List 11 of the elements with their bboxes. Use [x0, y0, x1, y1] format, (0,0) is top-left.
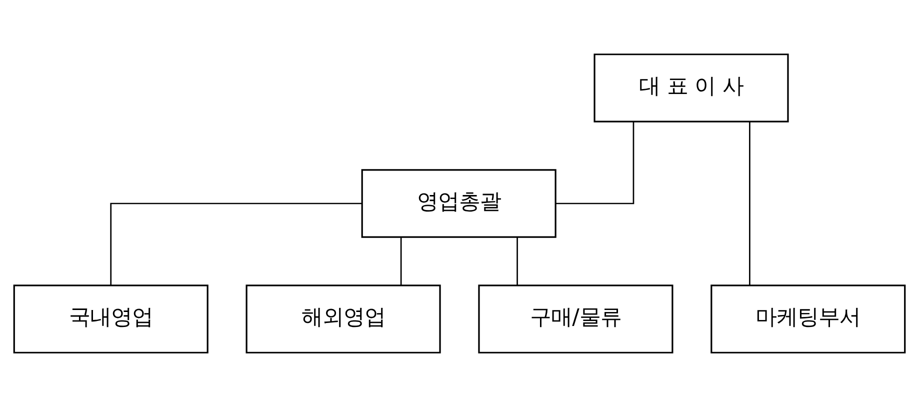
node-box: 마케팅부서: [710, 284, 906, 353]
node-box: 해외영업: [246, 284, 441, 353]
node-box: 국내영업: [13, 284, 208, 353]
connector: [556, 122, 634, 204]
node-box: 영업총괄: [361, 168, 556, 238]
node-box: 구매/물류: [478, 284, 674, 353]
connector: [400, 237, 402, 285]
connector: [749, 121, 750, 285]
connector: [516, 237, 518, 285]
node-box: 대 표 이 사: [594, 53, 789, 122]
connector: [110, 202, 362, 284]
